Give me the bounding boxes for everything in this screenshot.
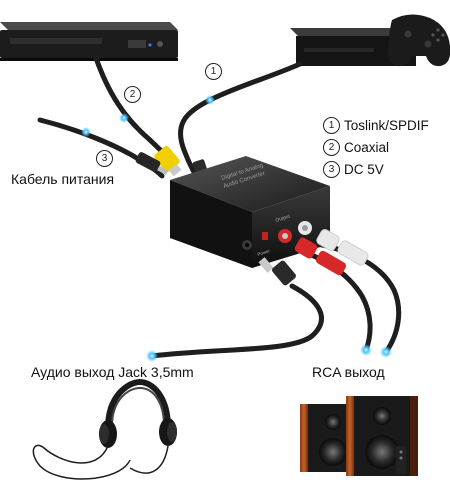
device-power-label: Power [257,248,271,257]
rca-cables [294,229,402,358]
audio-out-label: Аудио выход Jack 3,5mm [31,364,194,380]
power-cable [37,117,169,179]
bluray-player [0,22,178,61]
legend-number-3: 3 [323,161,340,178]
legend-label-dc5v: DC 5V [344,162,384,177]
marker-1: 1 [205,63,222,80]
jack-cable [146,257,324,362]
converter-box: Digital to Analog Audio Converter Output… [170,156,330,268]
gamepad [387,14,450,67]
coaxial-cable [93,55,182,177]
headphones [32,378,177,480]
speakers [300,396,418,476]
legend-label-coaxial: Coaxial [344,140,390,155]
legend-number-1: 1 [323,117,340,134]
legend-item-dc5v: 3 DC 5V [323,161,384,178]
marker-2: 2 [124,86,141,103]
legend-number-2: 2 [323,139,340,156]
legend-item-toslink: 1 Toslink/SPDIF [323,117,429,134]
legend-label-toslink: Toslink/SPDIF [344,118,429,133]
legend-item-coaxial: 2 Coaxial [323,139,389,156]
rca-out-label: RCA выход [312,364,385,380]
marker-3: 3 [96,150,113,167]
device-output-label: Output [275,213,292,224]
power-cable-label: Кабель питания [11,171,115,187]
